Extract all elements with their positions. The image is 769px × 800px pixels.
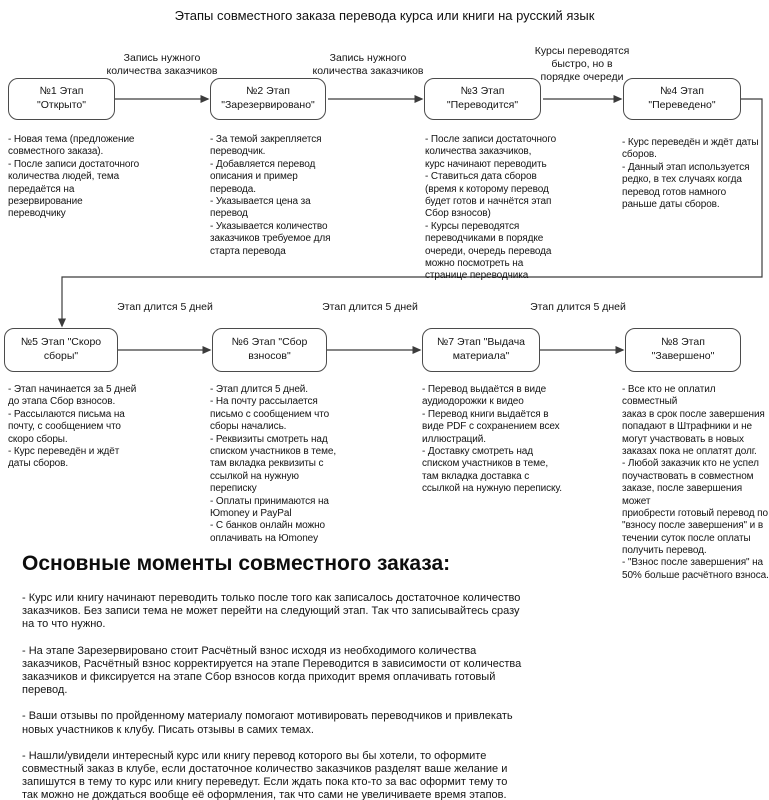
summary-section: Основные моменты совместного заказа: - К… (22, 552, 522, 800)
stage-desc-3: - После записи достаточного количества з… (425, 134, 557, 282)
stage-box-6-label: №6 Этап "Сбор взносов" (231, 336, 308, 362)
stage-box-1-label: №1 Этап "Открыто" (37, 85, 86, 111)
stage-box-3-translating: №3 Этап "Переводится" (424, 78, 541, 120)
summary-paragraph-3: - Ваши отзывы по пройденному материалу п… (22, 710, 513, 736)
page-title: Этапы совместного заказа перевода курса … (174, 8, 595, 23)
stage-desc-2: - За темой закрепляется переводчик. - До… (210, 134, 331, 257)
arrow-label-signup-2: Запись нужного количества заказчиков (312, 52, 424, 78)
stage-box-6-fee-collection: №6 Этап "Сбор взносов" (212, 328, 327, 372)
stage-box-7-material-delivery: №7 Этап "Выдача материала" (422, 328, 540, 372)
stage-desc-4: - Курс переведён и ждёт даты сборов. - Д… (622, 137, 759, 210)
stage-box-2-label: №2 Этап "Зарезервировано" (221, 85, 315, 111)
summary-paragraph-1: - Курс или книгу начинают переводить тол… (22, 592, 521, 631)
arrow-label-queue: Курсы переводятся быстро, но в порядке о… (534, 45, 630, 84)
stage-desc-6: - Этап длится 5 дней. - На почту рассыла… (210, 384, 337, 544)
arrow-label-duration-1: Этап длится 5 дней (117, 301, 213, 313)
stage-box-5-label: №5 Этап "Скоро сборы" (20, 336, 102, 362)
stage-box-7-label: №7 Этап "Выдача материала" (436, 336, 526, 362)
summary-heading: Основные моменты совместного заказа: (22, 552, 451, 575)
stage-box-5-soon-fees: №5 Этап "Скоро сборы" (4, 328, 118, 372)
stage-desc-5: - Этап начинается за 5 дней до этапа Сбо… (8, 384, 137, 470)
stage-box-8-label: №8 Этап "Завершено" (651, 336, 715, 362)
stage-box-4-label: №4 Этап "Переведено" (648, 85, 716, 111)
stage-box-4-translated: №4 Этап "Переведено" (623, 78, 741, 120)
arrow-label-signup-1: Запись нужного количества заказчиков (106, 52, 218, 78)
stage-box-2-reserved: №2 Этап "Зарезервировано" (210, 78, 326, 120)
summary-paragraph-2: - На этапе Зарезервировано стоит Расчётн… (22, 644, 522, 697)
stage-desc-7: - Перевод выдаётся в виде аудиодорожки к… (422, 384, 562, 495)
arrow-stage4-stage5 (58, 98, 763, 328)
stage-desc-1: - Новая тема (предложение совместного за… (8, 134, 140, 220)
arrow-label-duration-3: Этап длится 5 дней (530, 301, 626, 313)
summary-paragraph-4: - Нашли/увидели интересный курс или книг… (22, 749, 508, 800)
stage-box-3-label: №3 Этап "Переводится" (446, 85, 519, 111)
stage-box-1-open: №1 Этап "Открыто" (8, 78, 115, 120)
stage-desc-8: - Все кто не оплатил совместный заказ в … (622, 384, 769, 581)
arrow-label-duration-2: Этап длится 5 дней (322, 301, 418, 313)
stage-box-8-completed: №8 Этап "Завершено" (625, 328, 741, 372)
